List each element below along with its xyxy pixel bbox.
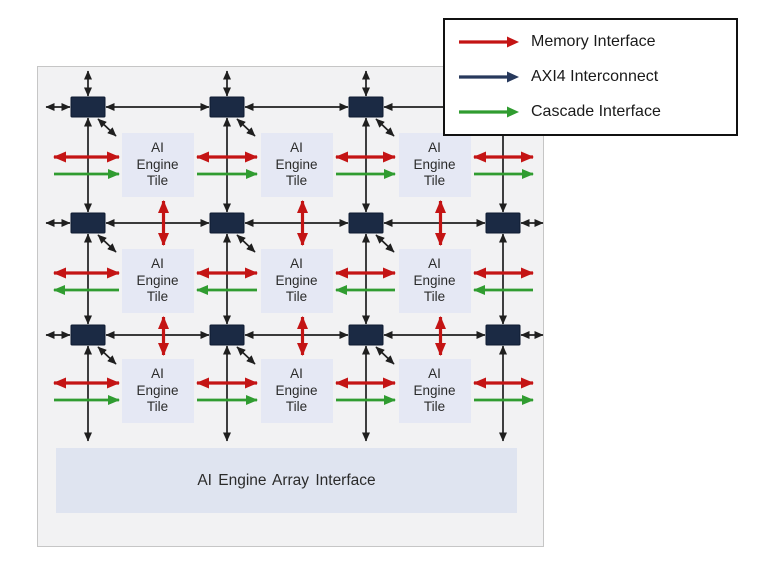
tile-label-line: Tile [423,399,446,415]
tile-label-line: Tile [146,289,169,305]
memory-interface-arrow-icon [459,36,519,48]
tile-label-line: Engine [275,382,318,398]
legend-item-cascade-interface: Cascade Interface [458,101,736,123]
tile-label-line: AI [290,255,303,271]
tile-label-line: AI [151,255,164,271]
array-interface-label: AI Engine Array Interface [197,471,376,489]
tile-label-line: Tile [285,399,308,415]
tile-label-line: Engine [413,272,456,288]
tile-label-line: AI [428,139,441,155]
tile-label-line: Engine [136,272,179,288]
tile-label-line: AI [428,255,441,271]
tile-label-line: Engine [136,382,179,398]
legend-item-memory-interface: Memory Interface [458,31,736,53]
legend-item-axi4-interconnect: AXI4 Interconnect [458,66,736,88]
tile-label-line: Tile [423,173,446,189]
tile-label-line: AI [428,365,441,381]
legend-item-label: Memory Interface [531,33,656,50]
tile-label-line: Tile [285,289,308,305]
tile-label-line: AI [151,365,164,381]
tile-label-line: AI [290,365,303,381]
tile-label-line: Tile [146,173,169,189]
tile-label-line: Engine [413,382,456,398]
tile-label-line: Tile [423,289,446,305]
axi4-interconnect-arrow-icon [459,71,519,83]
tile-label-line: Engine [136,156,179,172]
cascade-interface-arrow-icon [459,106,519,118]
tile-label-line: Engine [413,156,456,172]
tile-label-line: Engine [275,272,318,288]
tile-label-line: Tile [285,173,308,189]
tile-label-line: AI [151,139,164,155]
ai-engine-array-interface-bar: AI Engine Array Interface [56,448,517,513]
legend-item-label: Cascade Interface [531,103,661,120]
tile-label-line: AI [290,139,303,155]
tile-label-line: Engine [275,156,318,172]
legend-item-label: AXI4 Interconnect [531,68,659,85]
legend: Memory Interface AXI4 Interconnect Casca… [443,18,738,136]
tile-label-line: Tile [146,399,169,415]
